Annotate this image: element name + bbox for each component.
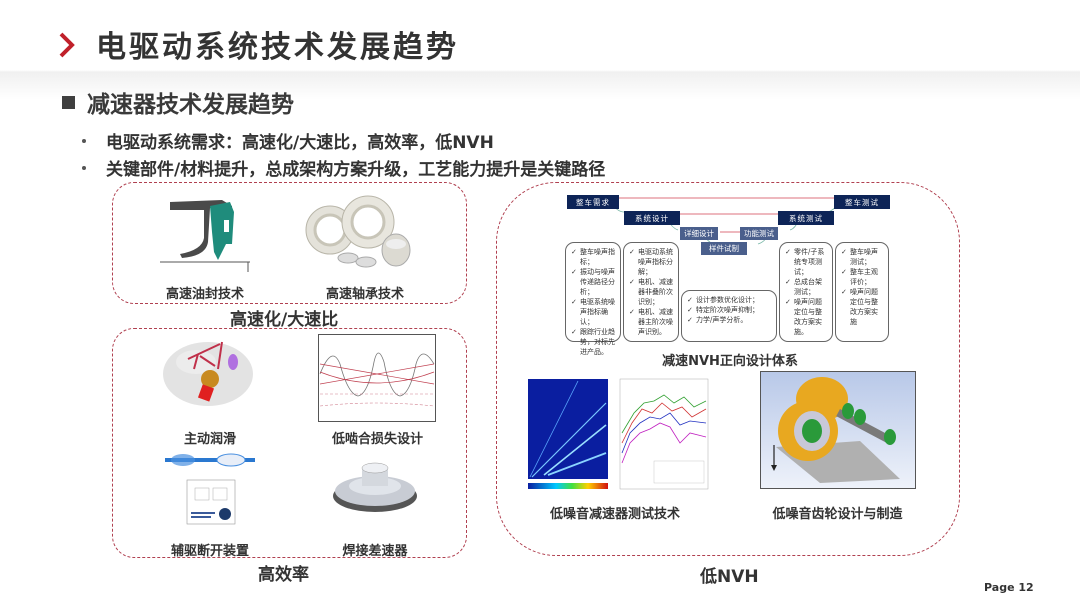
note-system-design: 电驱动系统噪声指标分解； 电机、减速器非叠阶次识别； 电机、减速器主阶次噪声识别… xyxy=(623,242,679,342)
nvh-group xyxy=(496,182,960,556)
efficiency-group xyxy=(112,328,467,558)
caption-gear-mesh: 低啮合损失设计 xyxy=(331,432,423,447)
page-title: 电驱动系统技术发展趋势 xyxy=(96,30,459,65)
caption-disconnect: 辅驱断开装置 xyxy=(170,544,249,559)
flow-detail-design: 详细设计 xyxy=(680,227,718,240)
bullet-item: 电驱动系统需求：高速化/大速比，高效率，低NVH xyxy=(82,128,494,153)
flow-system-test: 系统测试 xyxy=(778,211,834,225)
bullet-text: 关键部件/材料提升，总成架构方案升级，工艺能力提升是关键路径 xyxy=(106,160,606,180)
lubrication-image xyxy=(163,341,253,406)
section-title: 减速器技术发展趋势 xyxy=(87,92,294,118)
disconnect-device-image xyxy=(165,453,255,525)
high-speed-group xyxy=(112,182,467,304)
bearings-image xyxy=(305,195,411,268)
flow-vehicle-req: 整车需求 xyxy=(567,195,619,209)
bullet-dot-icon xyxy=(82,138,86,143)
bullet-item: 关键部件/材料提升，总成架构方案升级，工艺能力提升是关键路径 xyxy=(82,155,605,180)
group-label-nvh: 低NVH xyxy=(700,567,759,587)
flow-sample-trial: 样件试制 xyxy=(701,242,747,255)
flow-function-test: 功能测试 xyxy=(740,227,778,240)
spectrum-plot-image xyxy=(619,378,709,490)
oil-seal-image xyxy=(160,200,250,272)
gear-model-image xyxy=(760,371,916,489)
group-label-high-speed: 高速化/大速比 xyxy=(230,310,339,330)
flow-vehicle-test: 整车测试 xyxy=(834,195,890,209)
caption-noise-test: 低噪音减速器测试技术 xyxy=(549,507,680,522)
group-label-efficiency: 高效率 xyxy=(258,565,309,585)
page-number: Page 12 xyxy=(984,581,1034,594)
note-system-test: 零件/子系统专项测试； 总成台架测试； 噪声问题定位与整改方案实施。 xyxy=(779,242,833,342)
chevron-right-icon xyxy=(59,32,75,58)
note-vehicle-req: 整车噪声指标； 振动与噪声传递路径分析； 电驱系统噪声指标确认； 跟踪行业趋势，… xyxy=(565,242,621,356)
nvh-diagram-title: 减速NVH正向设计体系 xyxy=(662,354,798,369)
caption-lubrication: 主动润滑 xyxy=(183,432,236,447)
caption-gear-design: 低噪音齿轮设计与制造 xyxy=(772,507,903,522)
header-band xyxy=(0,0,1080,100)
caption-oil-seal: 高速油封技术 xyxy=(165,287,244,302)
note-vehicle-test: 整车噪声测试； 整车主观评价； 噪声问题定位与整改方案实施 xyxy=(835,242,889,342)
bullet-dot-icon xyxy=(82,165,86,170)
section-heading: 减速器技术发展趋势 xyxy=(62,85,294,119)
square-bullet-icon xyxy=(62,95,75,109)
caption-welded-diff: 焊接差速器 xyxy=(342,544,408,559)
bullet-text: 电驱动系统需求：高速化/大速比，高效率，低NVH xyxy=(106,133,494,153)
note-detail-design: 设计参数优化设计； 特定阶次噪声抑制； 力学/声学分析。 xyxy=(681,290,777,342)
welded-differential-image xyxy=(333,462,417,512)
gear-mesh-plot-image xyxy=(318,334,436,422)
caption-bearing: 高速轴承技术 xyxy=(325,287,404,302)
flow-system-design: 系统设计 xyxy=(624,211,680,225)
campbell-diagram-image xyxy=(528,379,608,489)
